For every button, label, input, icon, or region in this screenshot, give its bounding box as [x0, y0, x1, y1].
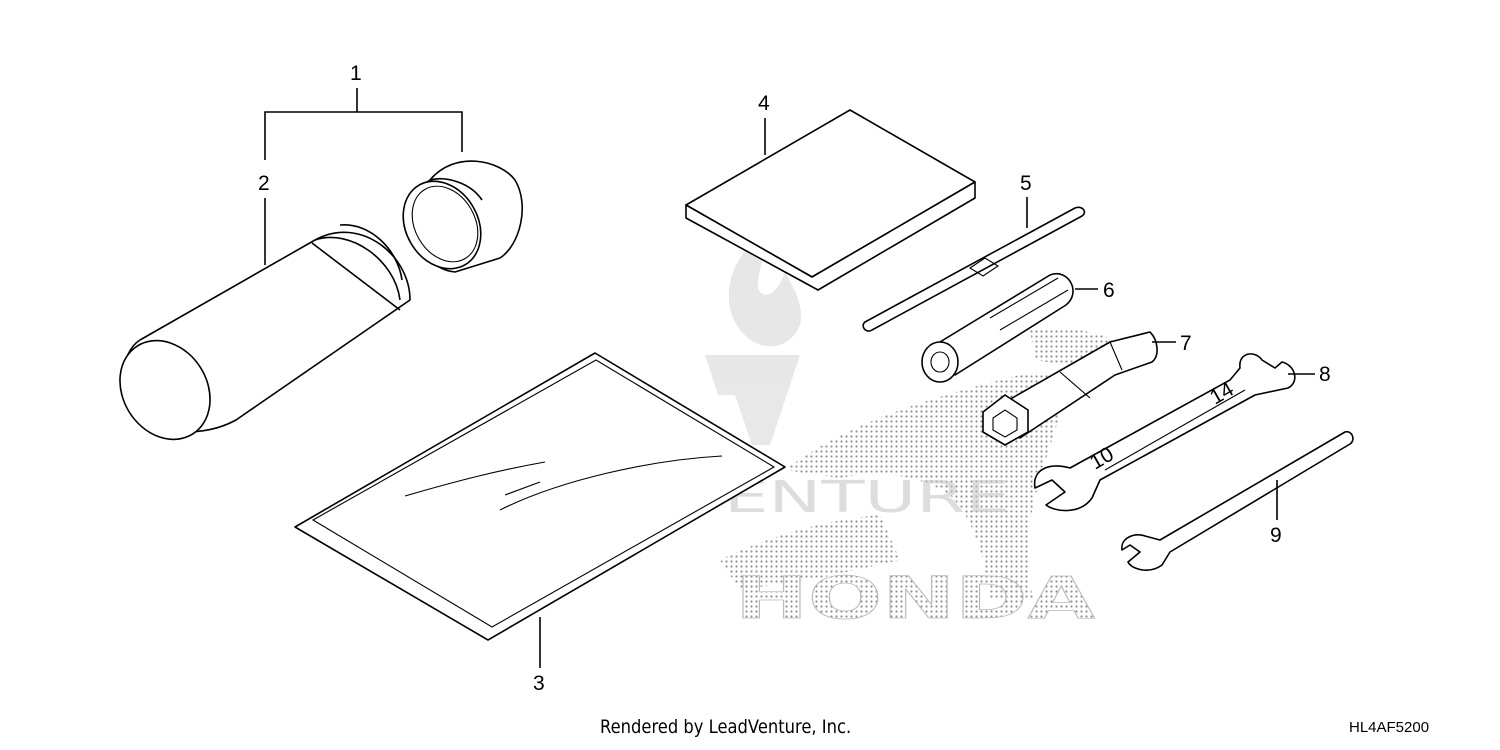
callout-3[interactable]: 3	[533, 672, 545, 695]
callout-7[interactable]: 7	[1180, 332, 1192, 355]
callout-8[interactable]: 8	[1319, 363, 1331, 386]
render-credit: Rendered by LeadVenture, Inc.	[600, 716, 852, 738]
honda-watermark-text: HONDA	[735, 564, 1095, 632]
callout-numbers: 1 2 3 4 5 6 7 8 9	[258, 62, 1331, 695]
callout-9[interactable]: 9	[1270, 524, 1282, 547]
callout-4[interactable]: 4	[758, 92, 770, 115]
document-bag[interactable]	[294, 352, 786, 641]
callout-5[interactable]: 5	[1020, 172, 1032, 195]
leader-lines	[264, 88, 1315, 668]
callout-2[interactable]: 2	[258, 172, 270, 195]
leadventure-logo-watermark	[705, 235, 802, 445]
socket-wrench-handle[interactable]	[982, 331, 1158, 446]
spark-plug-socket[interactable]	[921, 272, 1074, 383]
callout-6[interactable]: 6	[1103, 279, 1115, 302]
diagram-code: HL4AF5200	[1349, 719, 1430, 736]
screwdriver[interactable]	[862, 206, 1086, 332]
tool-bag-cap[interactable]	[388, 160, 523, 283]
combination-wrench[interactable]	[1033, 353, 1296, 512]
tool-bag-tube[interactable]	[102, 224, 411, 457]
owners-manual[interactable]	[685, 109, 976, 291]
small-open-end-wrench[interactable]	[1121, 430, 1354, 571]
callout-1[interactable]: 1	[350, 62, 362, 85]
